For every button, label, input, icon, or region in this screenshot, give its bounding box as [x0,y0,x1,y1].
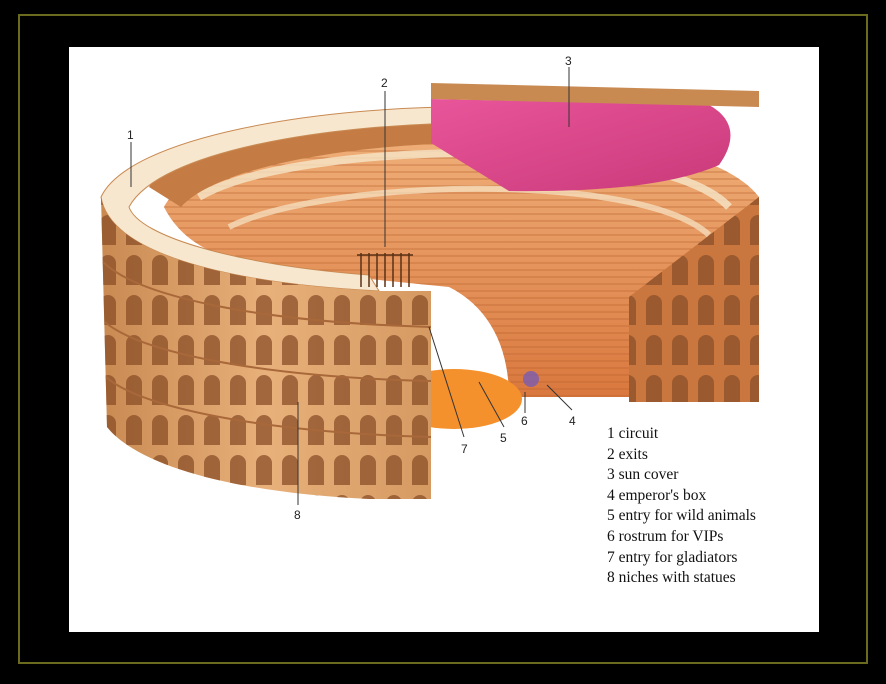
leader-lines [130,67,573,505]
attic-wall [431,83,759,107]
emperors-box [523,371,539,387]
callout-5: 5 [500,431,507,445]
legend-item-wild-animals-entry: 5 entry for wild animals [607,507,756,525]
legend-item-emperors-box: 4 emperor's box [607,486,707,504]
circuit-walkway [100,106,482,292]
legend-item-statue-niches: 8 niches with statues [607,569,736,587]
legend-item-circuit: 1 circuit [607,425,659,442]
callout-2: 2 [381,76,388,90]
exits-railing [357,253,413,287]
legend-item-sun-cover: 3 sun cover [607,466,679,484]
callout-3: 3 [565,54,572,68]
seating-bowl [164,130,759,397]
callout-1: 1 [127,128,134,142]
legend: 1 circuit 2 exits 3 sun cover 4 emperor'… [607,424,756,589]
upper-gallery [149,117,479,207]
callout-7: 7 [461,442,468,456]
sun-cover [431,99,731,192]
callout-8: 8 [294,508,301,522]
callout-6: 6 [521,414,528,428]
legend-item-vip-rostrum: 6 rostrum for VIPs [607,527,724,545]
outer-facade [101,197,432,499]
diagram-panel: 1 2 3 4 5 6 7 8 1 circuit 2 exits 3 sun … [69,47,819,632]
legend-item-exits: 2 exits [607,445,648,463]
legend-item-gladiators-entry: 7 entry for gladiators [607,548,738,566]
callout-4: 4 [569,414,576,428]
colosseum-illustration: 1 2 3 4 5 6 7 8 [100,54,759,522]
cutaway-section [629,197,759,402]
